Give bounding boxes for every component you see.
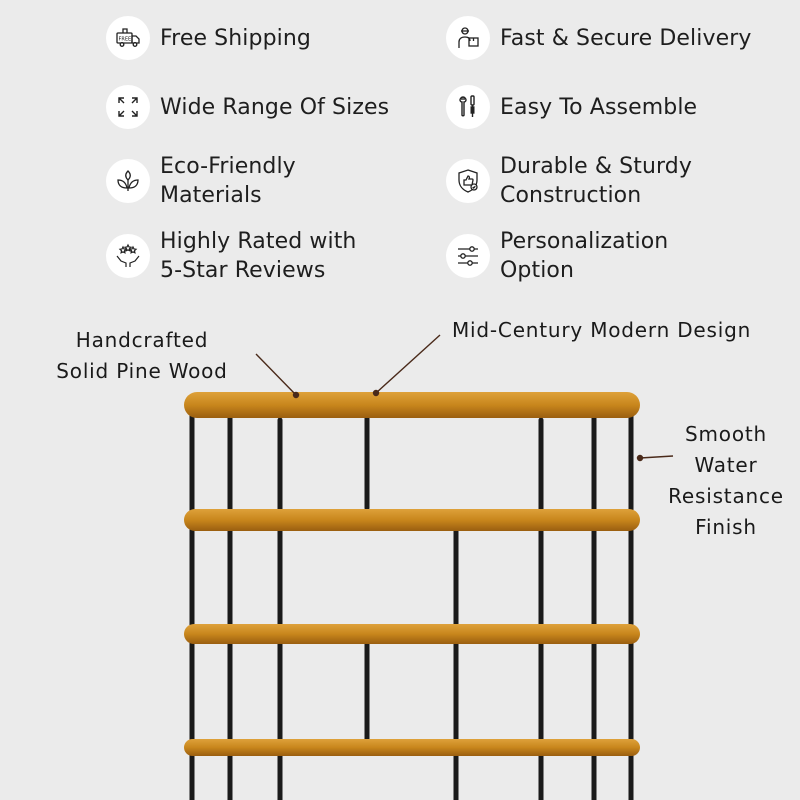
hands-stars-icon (106, 234, 150, 278)
leader-line-design (375, 334, 441, 394)
free-shipping-truck-icon: FREE (106, 16, 150, 60)
feature-label: Personalization Option (500, 229, 669, 283)
shelf-board (184, 624, 640, 644)
feature-label: Fast & Secure Delivery (500, 25, 752, 51)
feature-label: Durable & Sturdy Construction (500, 154, 692, 208)
leader-line-wood (255, 353, 297, 396)
shelf-board (184, 509, 640, 531)
callout-lines (255, 334, 674, 462)
feature-wide-range-sizes: Wide Range Of Sizes (106, 85, 389, 129)
shelf-board (184, 392, 640, 418)
callout-finish: Smooth Water Resistance Finish (668, 422, 784, 539)
leader-dot (372, 389, 380, 397)
feature-label: Highly Rated with 5-Star Reviews (160, 229, 357, 283)
feature-label: Free Shipping (160, 25, 311, 51)
svg-text:FREE: FREE (119, 37, 132, 43)
feature-free-shipping: FREE Free Shipping (106, 16, 311, 60)
sliders-icon (446, 234, 490, 278)
feature-eco-friendly: Eco-Friendly Materials (106, 152, 296, 210)
callout-design: Mid-Century Modern Design (452, 318, 752, 342)
feature-durable-sturdy: Durable & Sturdy Construction (446, 152, 692, 210)
wrench-screwdriver-icon (446, 85, 490, 129)
leader-line-finish (639, 455, 674, 459)
delivery-person-icon (446, 16, 490, 60)
wood-shelves (184, 392, 640, 756)
leader-dot (636, 454, 644, 462)
feature-label: Eco-Friendly Materials (160, 154, 296, 208)
feature-label: Wide Range Of Sizes (160, 94, 390, 120)
leaves-icon (106, 159, 150, 203)
bookshelf-illustration (184, 334, 674, 800)
expand-arrows-icon (106, 85, 150, 129)
feature-fast-delivery: Fast & Secure Delivery (446, 16, 752, 60)
feature-label: Easy To Assemble (500, 94, 698, 120)
shelf-board (184, 739, 640, 756)
feature-personalization: Personalization Option (446, 227, 668, 285)
callout-wood: Handcrafted Solid Pine Wood (56, 328, 228, 383)
feature-easy-assemble: Easy To Assemble (446, 85, 697, 129)
leader-dot (292, 391, 300, 399)
shield-thumbs-up-icon (446, 159, 490, 203)
feature-highly-rated: Highly Rated with 5-Star Reviews (106, 227, 356, 285)
